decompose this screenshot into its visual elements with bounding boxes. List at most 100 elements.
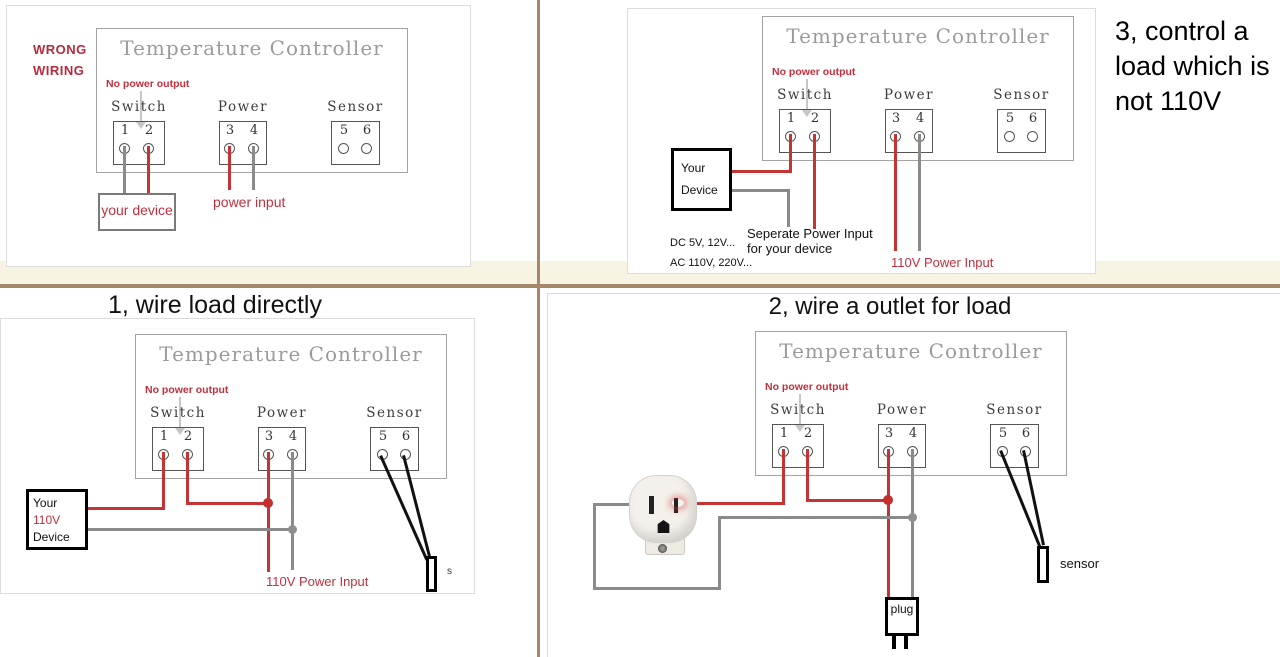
switch-label: Switch	[777, 87, 833, 103]
controller-title: Temperature Controller	[779, 339, 1043, 363]
down-arrow-head-icon	[136, 122, 146, 129]
power-block: 3 4	[885, 109, 933, 153]
gray-junction-dot	[288, 525, 297, 534]
method2-title: 2, wire a outlet for load	[768, 293, 1012, 320]
power-terminal-group: Power 3 4	[881, 87, 937, 153]
power-label: Power	[217, 99, 269, 115]
device-line: Your	[681, 161, 706, 175]
terminal-number: 3	[891, 111, 901, 126]
sensor-label: Sensor	[366, 405, 423, 421]
power-block: 3 4	[878, 424, 926, 468]
plug-prong	[892, 636, 896, 649]
down-arrow-head-icon	[175, 428, 185, 435]
wrong-heading-line1: WRONG	[33, 42, 87, 57]
wire-t2-red	[147, 146, 150, 194]
wire-t2-to-junction	[186, 502, 270, 505]
switch-terminal-group: Switch 1 2	[775, 87, 835, 153]
separate-power-input-label: Seperate Power Input for your device	[747, 226, 873, 256]
device-line: Device	[33, 530, 70, 544]
no-power-output-note: No power output	[765, 381, 849, 393]
down-arrow-head-icon	[802, 110, 812, 117]
wire-outlet-to-t1	[679, 502, 785, 505]
sensor-block: 5 6	[331, 121, 380, 165]
gray-junction-dot	[908, 513, 917, 522]
controller-title: Temperature Controller	[120, 36, 384, 60]
horizontal-divider	[0, 284, 1280, 288]
device-line: 110V	[33, 513, 61, 527]
power-label: Power	[256, 405, 308, 421]
terminal-circle	[361, 143, 372, 154]
ac-voltage-label: AC 110V, 220V...	[670, 257, 753, 269]
sensor-probe	[1037, 546, 1049, 583]
terminal-number: 2	[810, 111, 820, 126]
power-label: Power	[876, 402, 928, 418]
device-line: Your	[33, 496, 58, 510]
terminal-number: 6	[401, 429, 411, 444]
device-line: Device	[681, 183, 718, 197]
power-terminal-group: Power 3 4	[874, 402, 930, 468]
wire-t2-to-junction	[806, 499, 890, 502]
sensor-label: Sensor	[327, 99, 384, 115]
controller-title: Temperature Controller	[786, 24, 1050, 48]
down-arrow-icon	[179, 397, 181, 429]
sensor-label: Sensor	[986, 402, 1043, 418]
terminal-number: 4	[288, 429, 298, 444]
switch-terminal-group: Switch 1 2	[768, 402, 828, 468]
terminal-number: 4	[249, 123, 259, 138]
down-arrow-icon	[806, 79, 808, 111]
wire-loop-left-v	[593, 503, 596, 590]
your-device-box: Your Device	[671, 148, 732, 211]
plug-prong	[904, 636, 908, 649]
terminal-number: 4	[908, 426, 918, 441]
outlet-left-slot	[649, 496, 654, 514]
terminal-number: 5	[1005, 111, 1015, 126]
your-110v-device-box: Your 110V Device	[26, 489, 88, 550]
switch-terminal-group: Switch 1 2	[148, 405, 208, 471]
outlet-screw	[658, 544, 667, 553]
switch-terminal-group: Switch 1 2	[109, 99, 169, 165]
wire-t1-red	[782, 449, 785, 505]
sensor-label: Sensor	[993, 87, 1050, 103]
controller-title: Temperature Controller	[159, 342, 423, 366]
your-device-box: your device	[98, 193, 176, 231]
red-wire-glow	[672, 499, 684, 507]
switch-label: Switch	[111, 99, 167, 115]
wire-loop-bottom	[593, 587, 721, 590]
terminal-number: 6	[1021, 426, 1031, 441]
terminal-number: 5	[378, 429, 388, 444]
terminal-number: 4	[915, 111, 925, 126]
sensor-probe-label: sensor	[1060, 556, 1100, 571]
sensor-terminal-group: Sensor 5 6	[993, 87, 1050, 153]
power-input-110v-label: 110V Power Input	[266, 574, 369, 589]
method1-title: 1, wire load directly	[108, 291, 322, 319]
terminal-number: 1	[779, 426, 789, 441]
outlet-right-slot	[674, 498, 678, 513]
down-arrow-icon	[140, 91, 142, 123]
power-terminal-group: Power 3 4	[215, 99, 271, 165]
wire-t4-gray	[252, 146, 255, 190]
wire-t2-red	[813, 134, 816, 229]
power-block: 3 4	[219, 121, 267, 165]
wire-t4-gray	[291, 452, 294, 570]
terminal-number: 2	[183, 429, 193, 444]
no-power-output-note: No power output	[772, 66, 856, 78]
wire-device-gray-v	[787, 189, 790, 227]
terminal-number: 6	[1028, 111, 1038, 126]
wire-device-to-junction	[84, 528, 294, 531]
terminal-number: 5	[998, 426, 1008, 441]
power-label: Power	[883, 87, 935, 103]
wire-t3-red	[894, 134, 897, 251]
power-block: 3 4	[258, 427, 306, 471]
wire-junction-left	[719, 516, 911, 519]
terminal-number: 3	[264, 429, 274, 444]
down-arrow-icon	[799, 394, 801, 426]
switch-label: Switch	[770, 402, 826, 418]
wire-into-outlet	[594, 503, 651, 506]
terminal-number: 1	[120, 123, 130, 138]
terminal-number: 3	[225, 123, 235, 138]
sensor-terminal-group: Sensor 5 6	[986, 402, 1043, 468]
wire-t1-to-device	[84, 507, 164, 510]
terminal-circle	[1004, 131, 1015, 142]
your-device-label: your device	[101, 202, 173, 218]
